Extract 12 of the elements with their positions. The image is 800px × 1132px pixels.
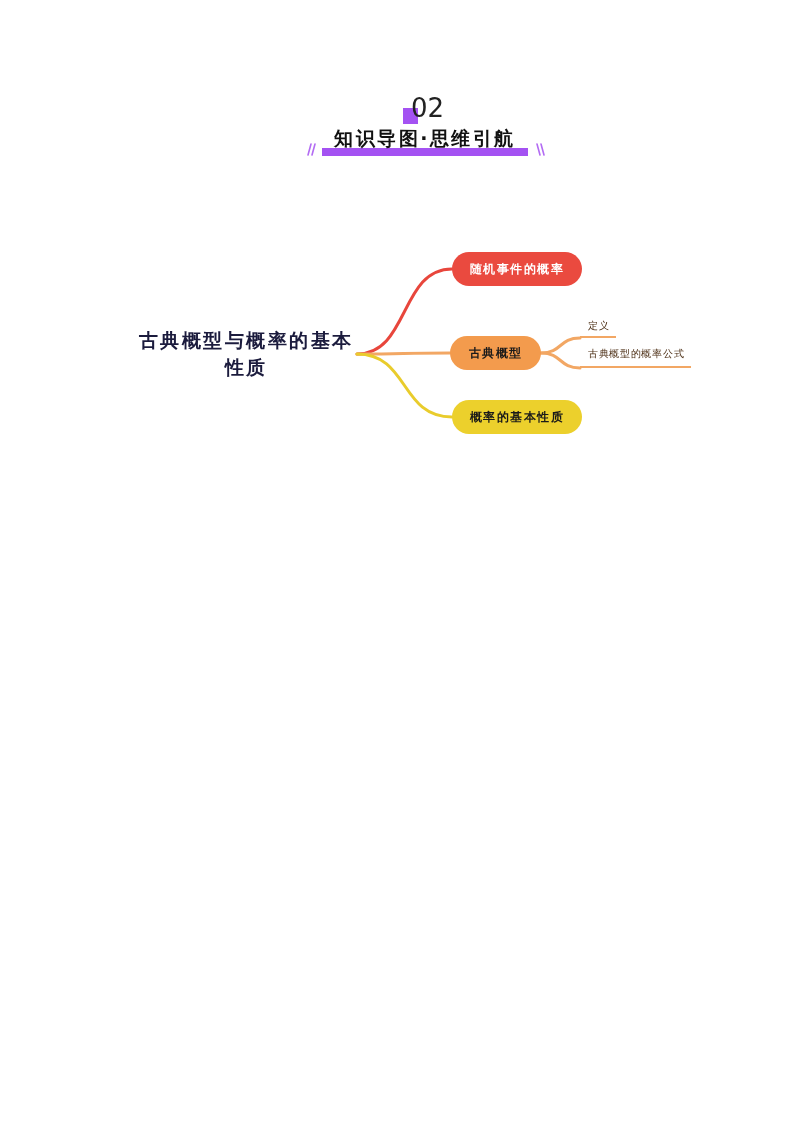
- topic-pill: 概率的基本性质: [452, 400, 582, 434]
- branch-line: [355, 352, 454, 419]
- branch-line: [539, 351, 582, 370]
- subtopic-label: 古典概型的概率公式: [580, 346, 691, 368]
- section-heading: 知识导图·思维引航: [333, 129, 517, 148]
- topic-pill: 随机事件的概率: [452, 252, 582, 286]
- subtopic-label: 定义: [580, 318, 616, 338]
- central-topic: 古典概型与概率的基本性质: [135, 327, 357, 381]
- topic-pill: 古典概型: [450, 336, 541, 370]
- branch-line: [355, 351, 452, 356]
- branch-line: [539, 336, 582, 355]
- section-number: 02: [411, 93, 445, 123]
